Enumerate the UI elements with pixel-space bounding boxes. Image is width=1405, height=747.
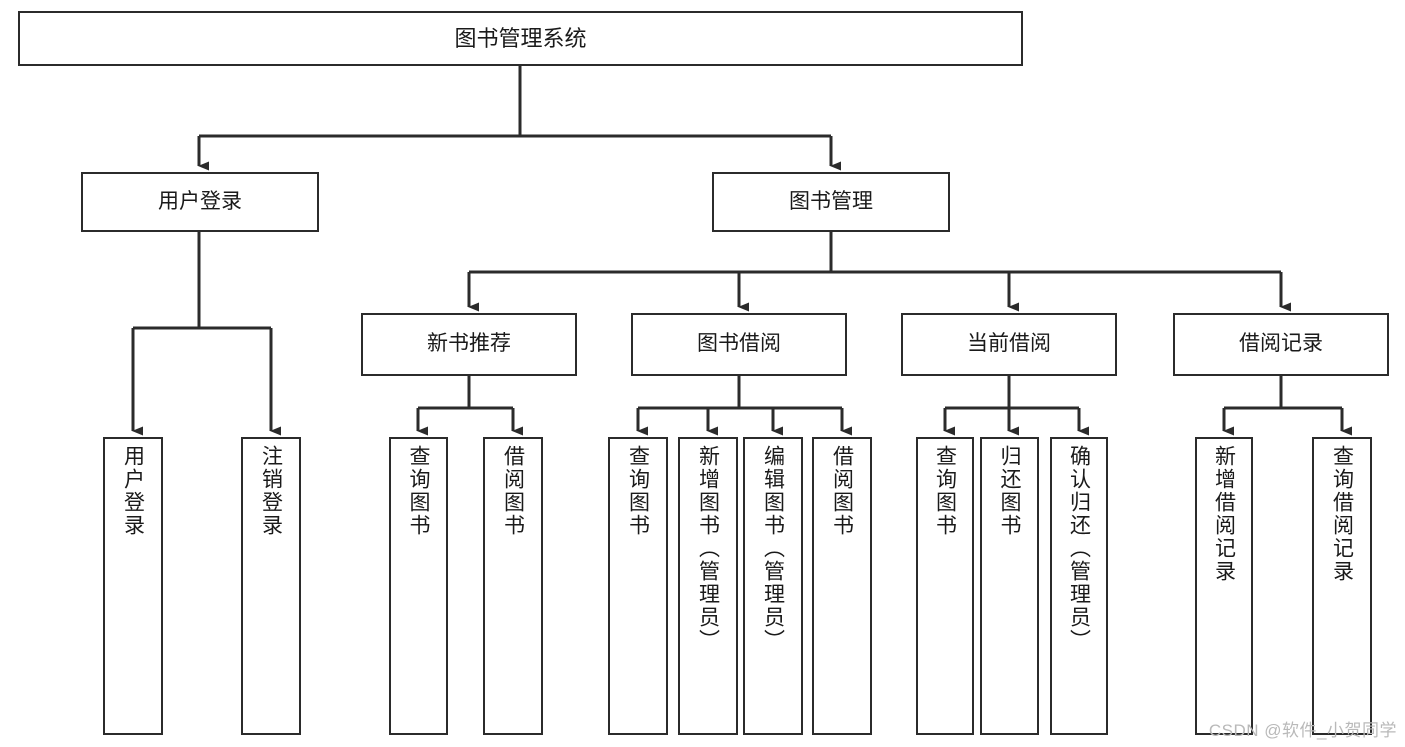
leaf-borrow-edit-book-label: 编辑图书（管理员）: [761, 445, 785, 652]
leaf-records-query-record[interactable]: 查询借阅记录: [1312, 437, 1372, 735]
node-book-management-label: 图书管理: [789, 189, 873, 213]
node-new-book-recommend-label: 新书推荐: [427, 332, 511, 356]
leaf-borrow-add-book[interactable]: 新增图书（管理员）: [678, 437, 738, 735]
leaf-user-logout-label: 注销登录: [259, 445, 283, 537]
leaf-user-login-label: 用户登录: [121, 445, 145, 537]
leaf-borrow-edit-book[interactable]: 编辑图书（管理员）: [743, 437, 803, 735]
node-root-label: 图书管理系统: [454, 25, 587, 51]
node-book-borrow-label: 图书借阅: [697, 332, 781, 356]
watermark-text: CSDN @软件_小贺同学: [1208, 721, 1397, 740]
leaf-newbook-borrow-book-label: 借阅图书: [501, 445, 525, 537]
leaf-borrow-borrow-book[interactable]: 借阅图书: [812, 437, 872, 735]
node-new-book-recommend[interactable]: 新书推荐: [361, 313, 577, 376]
node-root[interactable]: 图书管理系统: [18, 11, 1023, 66]
leaf-records-query-record-label: 查询借阅记录: [1330, 445, 1354, 583]
node-user-login[interactable]: 用户登录: [81, 172, 319, 232]
node-current-borrow-label: 当前借阅: [967, 332, 1051, 356]
leaf-newbook-query-book[interactable]: 查询图书: [389, 437, 448, 735]
leaf-current-confirm-return[interactable]: 确认归还（管理员）: [1050, 437, 1108, 735]
leaf-current-return-book[interactable]: 归还图书: [980, 437, 1039, 735]
leaf-borrow-borrow-book-label: 借阅图书: [830, 445, 854, 537]
leaf-newbook-borrow-book[interactable]: 借阅图书: [483, 437, 543, 735]
leaf-borrow-add-book-label: 新增图书（管理员）: [696, 445, 720, 652]
node-current-borrow[interactable]: 当前借阅: [901, 313, 1117, 376]
leaf-current-confirm-return-label: 确认归还（管理员）: [1067, 445, 1091, 652]
leaf-user-login[interactable]: 用户登录: [103, 437, 163, 735]
node-book-management[interactable]: 图书管理: [712, 172, 950, 232]
leaf-user-logout[interactable]: 注销登录: [241, 437, 301, 735]
node-borrow-records-label: 借阅记录: [1239, 332, 1323, 356]
leaf-newbook-query-book-label: 查询图书: [407, 445, 430, 537]
leaf-records-add-record-label: 新增借阅记录: [1212, 445, 1236, 583]
node-borrow-records[interactable]: 借阅记录: [1173, 313, 1389, 376]
leaf-current-query-book-label: 查询图书: [933, 445, 957, 537]
node-book-borrow[interactable]: 图书借阅: [631, 313, 847, 376]
leaf-borrow-query-book-label: 查询图书: [626, 445, 650, 537]
node-user-login-label: 用户登录: [158, 189, 242, 213]
leaf-current-query-book[interactable]: 查询图书: [916, 437, 974, 735]
leaf-borrow-query-book[interactable]: 查询图书: [608, 437, 668, 735]
leaf-records-add-record[interactable]: 新增借阅记录: [1195, 437, 1253, 735]
leaf-current-return-book-label: 归还图书: [998, 445, 1021, 537]
